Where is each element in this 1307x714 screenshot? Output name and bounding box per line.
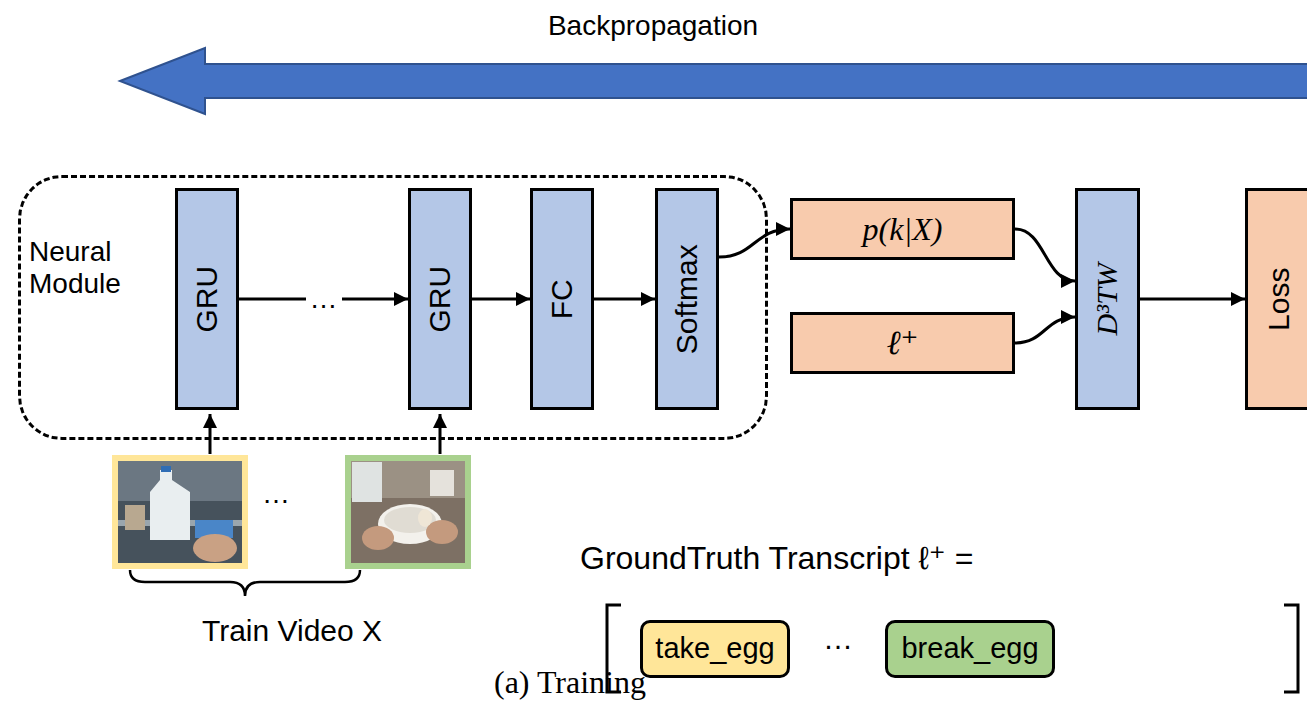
box-label: FC — [545, 279, 580, 319]
edge-label: … — [306, 284, 342, 315]
milk-jug — [352, 462, 382, 502]
box-label: Softmax — [670, 244, 705, 354]
layer-box: GRU — [175, 188, 239, 410]
layer-box: FC — [530, 188, 594, 410]
tensor-box: ℓ⁺ — [790, 312, 1015, 374]
egg — [418, 509, 432, 527]
box-label: GRU — [190, 266, 225, 333]
right-bracket — [1284, 605, 1298, 692]
box-label: take_egg — [655, 632, 774, 665]
input-arrow — [439, 414, 442, 454]
frame-border — [348, 458, 468, 566]
transcript-label: GroundTruth Transcript ℓ⁺ = — [580, 540, 973, 577]
module-region: Neural ModuleGRU GRU FC Softmax — [18, 175, 768, 440]
token-box: take_egg — [640, 620, 790, 678]
frame-ground — [348, 458, 468, 566]
input-label: Train Video X — [202, 614, 382, 649]
jug-cap — [161, 466, 171, 472]
box-label: D³TW — [1090, 263, 1125, 335]
video-frame — [348, 458, 468, 566]
box-label: break_egg — [901, 632, 1038, 665]
mug — [430, 470, 454, 496]
tensor-box: p(k|X) — [790, 198, 1015, 260]
input-arrow — [209, 414, 212, 454]
backprop-arrow — [120, 48, 1307, 114]
box-label: Loss — [1263, 267, 1298, 330]
hand — [426, 520, 458, 544]
video-frame — [115, 458, 245, 566]
connector — [594, 298, 655, 301]
box-label: GRU — [423, 266, 458, 333]
layer-box: GRU — [408, 188, 472, 410]
ellipsis: … — [823, 622, 853, 657]
frame-ground — [115, 458, 245, 566]
layer-box: D³TW — [1075, 188, 1140, 410]
connector — [719, 229, 790, 257]
figure-caption: (a) Training — [494, 664, 646, 701]
milk-jug — [150, 470, 190, 540]
frame-border — [115, 458, 245, 566]
hand — [193, 534, 237, 562]
box-label: p(k|X) — [863, 211, 943, 248]
connector — [1140, 298, 1245, 301]
curly-brace — [130, 570, 360, 596]
box-label: ℓ⁺ — [886, 323, 918, 362]
connector — [1015, 229, 1075, 281]
connector — [1015, 317, 1075, 343]
layer-box: Softmax — [655, 188, 719, 410]
arrow-label: Backpropagation — [548, 10, 758, 42]
token-box: break_egg — [885, 620, 1055, 678]
connector — [472, 298, 530, 301]
ellipsis: … — [262, 478, 290, 510]
region-label: Neural Module — [29, 178, 169, 300]
fridge-item — [125, 505, 145, 530]
hand — [362, 526, 394, 550]
loss-box: Loss — [1245, 188, 1307, 410]
